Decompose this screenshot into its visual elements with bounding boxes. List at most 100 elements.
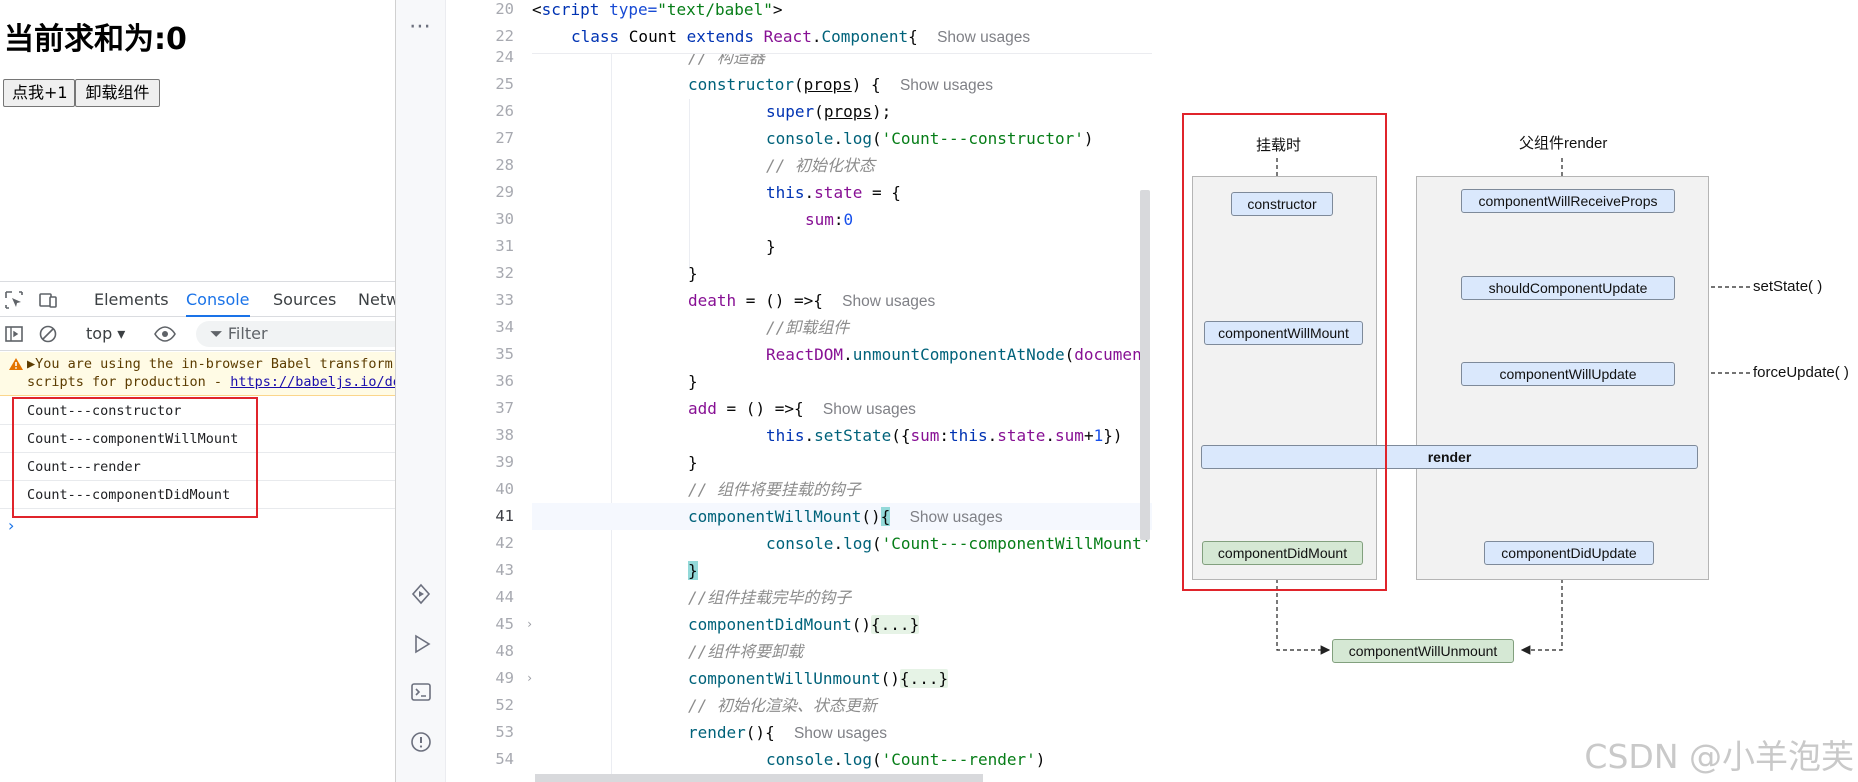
line-number: 20 [495,0,514,18]
folded-block[interactable]: {...} [871,615,920,634]
tab-sources[interactable]: Sources [273,290,337,309]
code-line: } [688,557,698,584]
code-token: 'Count---render' [881,750,1036,769]
show-usages-hint[interactable]: Show usages [822,401,916,418]
show-usages-hint[interactable]: Show usages [842,293,936,310]
line-number: 39 [495,453,514,471]
fold-chevron-icon[interactable]: › [527,617,532,631]
code-token: props [823,102,872,121]
comment-text: //卸载组件 [766,318,850,337]
code-token: this [766,183,805,202]
code-token: . [1045,426,1056,445]
code-token: ({ [891,426,911,445]
line-number: 45 [495,615,514,633]
line-number: 29 [495,183,514,201]
code-token: ); [871,102,892,121]
show-usages-hint[interactable]: Show usages [937,29,1031,46]
babel-link[interactable]: https://babeljs.io/do [230,374,395,390]
indent-guide [611,54,612,782]
node-constructor: constructor [1231,192,1333,216]
code-line: ReactDOM.unmountComponentAtNode(document… [766,341,1152,368]
code-token: ) [1035,750,1046,769]
indent-guide [689,99,690,269]
line-number: 35 [495,345,514,363]
show-usages-hint[interactable]: Show usages [909,509,1003,526]
line-number: 31 [495,237,514,255]
line-number: 27 [495,129,514,147]
clear-console-icon[interactable] [38,324,58,344]
code-token: state [814,183,863,202]
console-log-row: Count---constructor [0,397,395,425]
warning-icon [9,358,23,370]
node-component-will-unmount: componentWillUnmount [1332,639,1514,663]
code-token: props [803,75,852,94]
code-line: super(props); [766,98,891,125]
tab-elements[interactable]: Elements [94,290,169,309]
line-number: 33 [495,291,514,309]
problems-icon[interactable] [409,730,433,754]
more-icon[interactable]: ⋯ [409,14,432,39]
tab-network[interactable]: Netw [358,290,395,309]
line-number: 42 [495,534,514,552]
terminal-icon[interactable] [409,680,433,704]
sidebar-icon[interactable] [4,324,24,344]
code-line: } [688,264,698,283]
context-select[interactable]: top ▾ [86,324,126,343]
code-token: this [766,426,805,445]
line-number: 38 [495,426,514,444]
log-highlight-box [12,397,258,518]
eye-icon[interactable] [153,324,177,344]
run-icon[interactable] [409,632,433,656]
code-token: ) [1083,129,1094,148]
editor-horizontal-scrollbar[interactable] [535,774,983,782]
filter-input[interactable]: ⏷ Filter [196,321,395,347]
device-toggle-icon[interactable] [38,290,58,310]
code-token: script [541,0,600,19]
code-token: setState [814,426,892,445]
comment-text: // 组件将要挂载的钩子 [688,480,861,499]
line-number: 48 [495,642,514,660]
code-token: 0 [843,210,854,229]
line-number: 32 [495,264,514,282]
line-number: 52 [495,696,514,714]
code-line: componentWillUnmount(){...} [688,665,949,692]
update-title: 父组件render [1519,135,1608,152]
code-token: document [1074,345,1152,364]
show-usages-hint[interactable]: Show usages [793,725,888,742]
unmount-button[interactable]: 卸载组件 [75,79,160,107]
show-usages-hint[interactable]: Show usages [899,77,994,94]
csdn-watermark: CSDN @小羊泡芙 [1584,737,1854,776]
mount-title: 挂载时 [1256,137,1302,154]
code-token: }) [1103,426,1123,445]
tab-console[interactable]: Console [186,282,250,317]
code-token: death [688,291,737,310]
code-token: . [804,183,815,202]
editor-scrollbar-thumb[interactable] [1140,190,1150,540]
fold-chevron-icon[interactable]: › [527,671,532,685]
node-component-did-mount: componentDidMount [1202,541,1363,565]
code-token: render [688,723,746,742]
debug-icon[interactable] [409,582,433,606]
inspect-icon[interactable] [4,290,24,310]
unmount-arrow [1520,572,1563,655]
line-number: 25 [495,75,514,93]
mount-highlight-box [1182,113,1387,591]
line-number: 43 [495,561,514,579]
line-number: 49 [495,669,514,687]
code-token: React [763,27,812,46]
folded-block[interactable]: {...} [899,669,949,688]
console-log-row: Count---render [0,453,395,481]
code-token: ( [871,534,882,553]
code-line: sum:0 [805,206,853,233]
code-token: console [766,534,834,553]
code-area[interactable]: // 构造器 constructor(props) { Show usages … [532,0,1152,782]
increment-button[interactable]: 点我+1 [3,79,75,107]
comment-text: //组件将要卸载 [688,642,804,661]
line-number: 22 [495,27,514,45]
forceupdate-label: forceUpdate( ) [1753,364,1849,381]
code-line: } [766,237,776,256]
sticky-scope-header: <script type="text/babel"> class Count e… [532,0,1152,54]
console-prompt[interactable]: › [8,516,15,535]
code-line: console.log('Count---render') [766,746,1045,773]
warning-line-1: ▶You are using the in-browser Babel tran… [27,356,393,372]
